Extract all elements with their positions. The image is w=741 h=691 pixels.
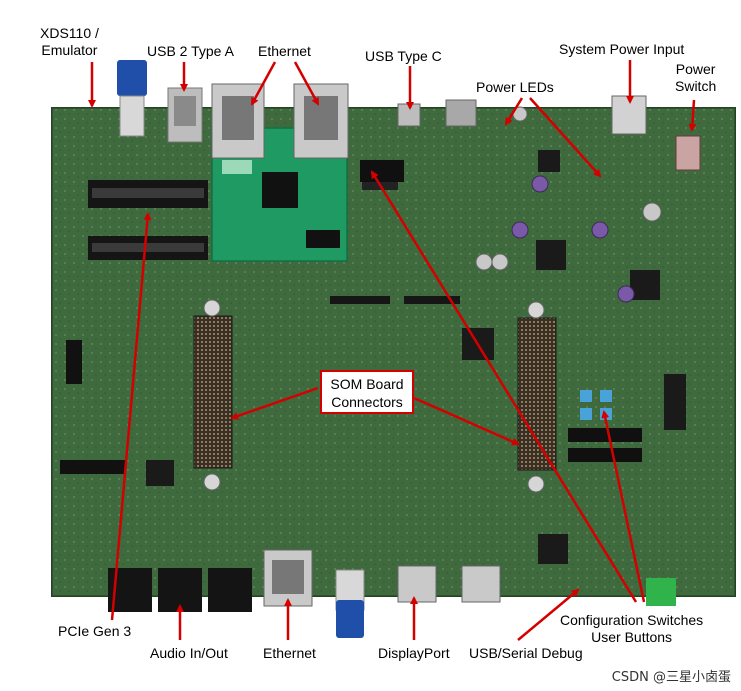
label-xds110-emulator: XDS110 /Emulator [40, 25, 99, 58]
label-ethernet-bottom: Ethernet [263, 645, 316, 661]
label-audio-in-out: Audio In/Out [150, 645, 228, 661]
label-usb-serial-debug: USB/Serial Debug [469, 645, 583, 661]
label-power-leds: Power LEDs [476, 79, 554, 95]
label-pcie-gen3: PCIe Gen 3 [58, 623, 132, 639]
label-displayport: DisplayPort [378, 645, 450, 661]
label-usb-type-c: USB Type C [365, 48, 442, 64]
label-usb2-type-a: USB 2 Type A [147, 43, 234, 59]
label-ethernet-top: Ethernet [258, 43, 311, 59]
label-system-power-input: System Power Input [559, 41, 685, 57]
watermark-text: CSDN @三星小卤蛋 [611, 670, 731, 685]
